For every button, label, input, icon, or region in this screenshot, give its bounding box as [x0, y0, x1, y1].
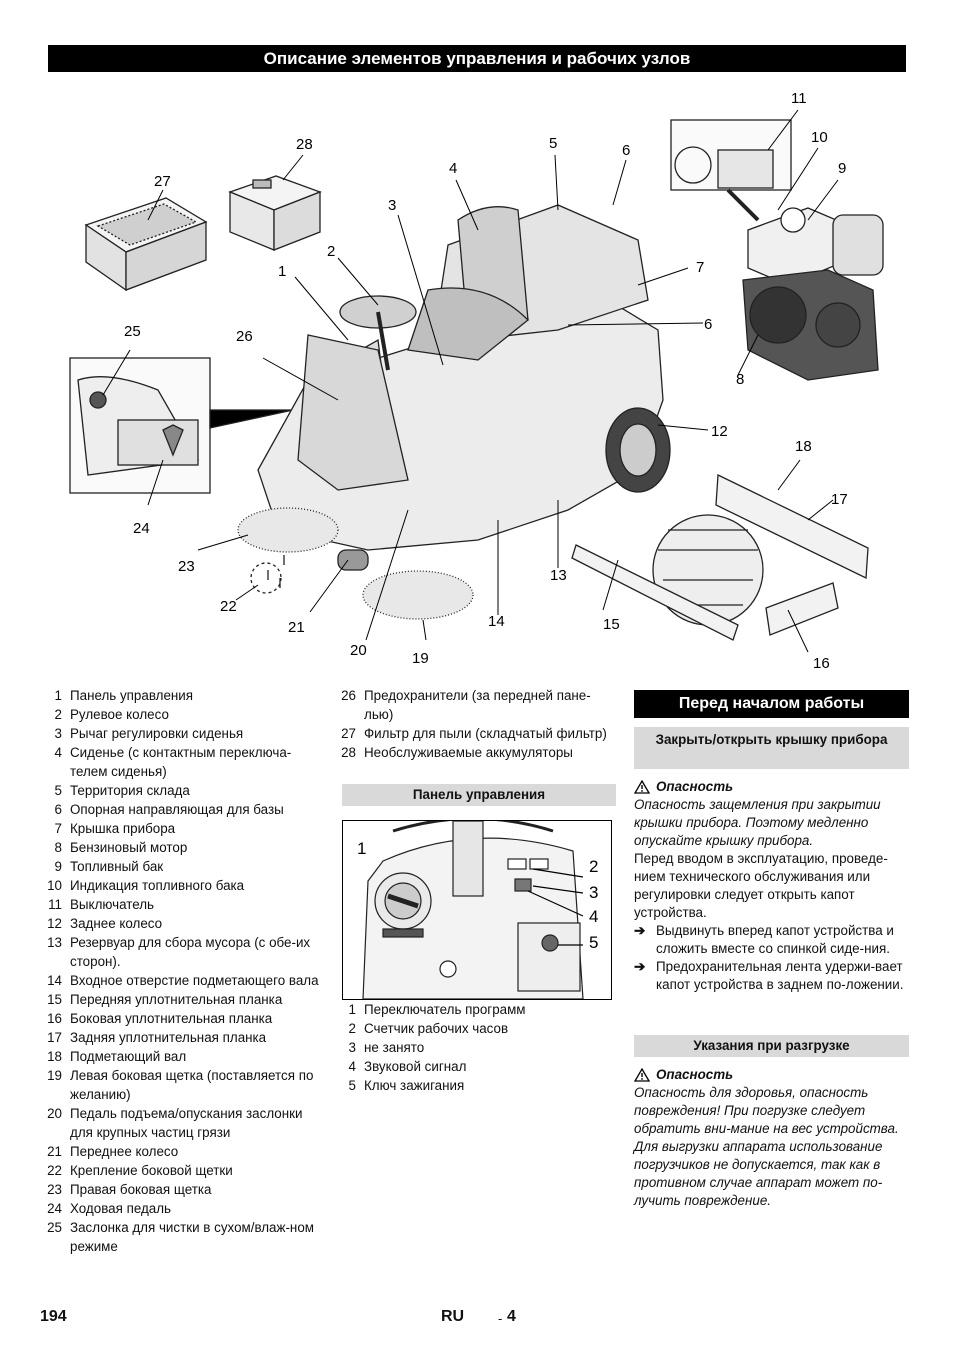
control-panel-figure: 1 2 3 4 5 [342, 820, 612, 1000]
callout-14: 14 [488, 613, 505, 630]
page-title: Описание элементов управления и рабочих … [48, 45, 906, 72]
cover-section: Опасность Опасность защемления при закры… [634, 778, 909, 994]
warning-triangle-icon [634, 780, 650, 794]
subheading-unloading: Указания при разгрузке [634, 1035, 909, 1057]
warning-text: Опасность для здоровья, опасность повреж… [634, 1085, 899, 1208]
callout-18: 18 [795, 438, 812, 455]
panel-callout-1: 1 [357, 839, 367, 858]
callout-25: 25 [124, 323, 141, 340]
page-number: 194 [40, 1308, 67, 1325]
callout-8: 8 [736, 371, 745, 388]
unloading-section: Опасность Опасность для здоровья, опасно… [634, 1066, 909, 1210]
panel-callout-5: 5 [589, 933, 599, 952]
callout-10: 10 [811, 129, 828, 146]
panel-callout-4: 4 [589, 907, 599, 926]
callout-11: 11 [791, 90, 807, 107]
callout-3: 3 [388, 197, 397, 214]
callout-27: 27 [154, 173, 171, 190]
callout-4: 4 [449, 160, 458, 177]
warning-label: Опасность [634, 1066, 909, 1084]
callout-19: 19 [412, 650, 429, 667]
callout-16: 16 [813, 655, 830, 672]
paragraph: Перед вводом в эксплуатацию, проведе-ние… [634, 851, 888, 920]
subheading-cover: Закрыть/открыть крышку прибора [634, 727, 909, 769]
callout-13: 13 [550, 567, 567, 584]
arrow-icon: ➔ [634, 959, 646, 974]
callout-2: 2 [327, 243, 336, 260]
callout-21: 21 [288, 619, 305, 636]
footer-separator: - [498, 1311, 503, 1326]
warning-triangle-icon [634, 1068, 650, 1082]
panel-callout-3: 3 [589, 883, 599, 902]
callout-6-top: 6 [622, 142, 631, 159]
callout-17: 17 [831, 491, 848, 508]
callout-23: 23 [178, 558, 195, 575]
panel-heading: Панель управления [342, 784, 616, 806]
callout-5: 5 [549, 135, 558, 152]
callout-26: 26 [236, 328, 253, 345]
section-page-number: 4 [507, 1308, 516, 1325]
callout-12: 12 [711, 423, 728, 440]
callout-24: 24 [133, 520, 150, 537]
callout-28: 28 [296, 136, 313, 153]
step-item: ➔Предохранительная лента удержи-вает кап… [634, 959, 904, 992]
warning-text: Опасность защемления при закрытии крышки… [634, 797, 881, 848]
language-code: RU [441, 1308, 465, 1325]
callout-22: 22 [220, 598, 237, 615]
callout-6-right: 6 [704, 316, 713, 333]
warning-label: Опасность [634, 778, 909, 796]
callout-15: 15 [603, 616, 620, 633]
machine-diagram: 1 2 3 4 5 6 6 7 8 9 10 11 12 13 14 15 16… [48, 80, 908, 680]
callout-7: 7 [696, 259, 705, 276]
step-item: ➔Выдвинуть вперед капот устройства и сло… [634, 923, 894, 956]
callout-9: 9 [838, 160, 847, 177]
section-title: Перед началом работы [634, 690, 909, 718]
callout-1: 1 [278, 263, 287, 280]
control-panel-illustration [362, 821, 584, 999]
panel-callout-2: 2 [589, 857, 599, 876]
callout-20: 20 [350, 642, 367, 659]
sweeper-illustration [69, 109, 884, 653]
arrow-icon: ➔ [634, 923, 646, 938]
